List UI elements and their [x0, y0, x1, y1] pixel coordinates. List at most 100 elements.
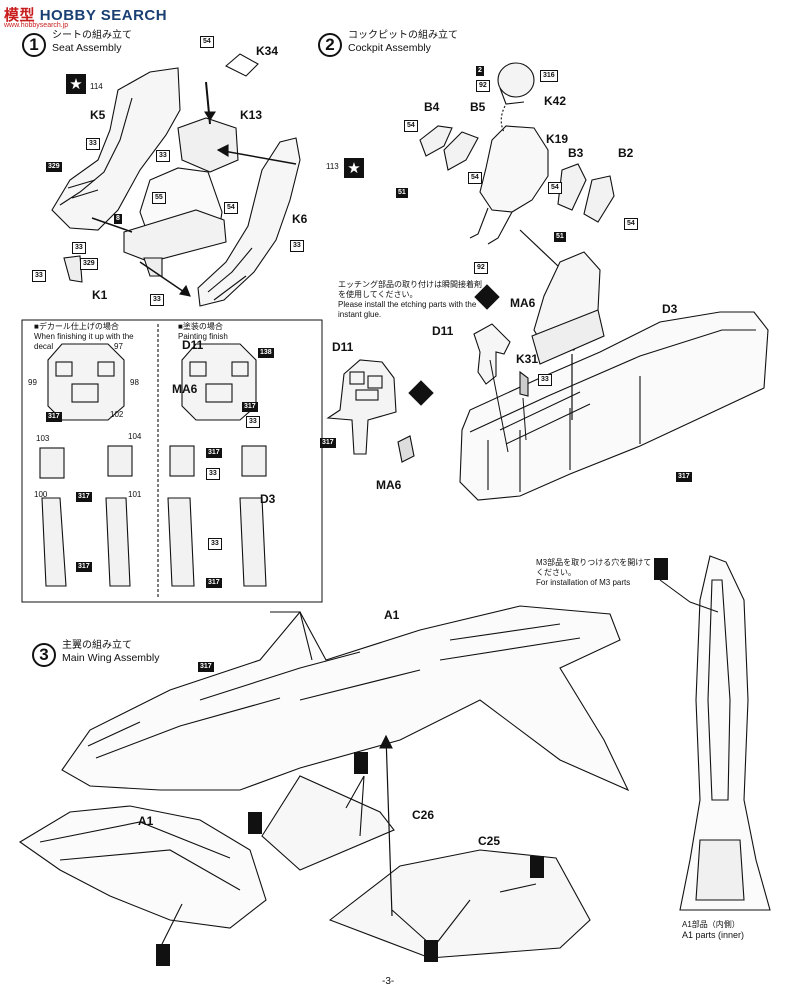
part-label-k31: K31 [516, 352, 539, 366]
color-code-8: 8 [114, 214, 122, 224]
part-label-d3: D3 [662, 302, 678, 316]
cockpit-tub-d3 [459, 311, 769, 501]
paint-console-long-right [239, 497, 267, 587]
part-label-a1: A1 [384, 608, 400, 622]
color-code-317: 317 [46, 412, 62, 422]
star-marker-icon: ★ [344, 158, 364, 178]
decal-side-console-left [39, 447, 65, 479]
step-3-heading: 主翼の組み立て Main Wing Assembly [62, 640, 159, 664]
watermark-brand-b: HOBBY SEARCH [39, 7, 168, 24]
watermark: 模型 HOBBY SEARCH [4, 4, 167, 25]
watermark-brand-a: 模型 [4, 7, 36, 24]
color-code-329: 329 [46, 162, 62, 172]
pilot-arm-b4 [419, 125, 453, 157]
seat-pan [123, 167, 227, 277]
pilot-arm-b2 [583, 175, 615, 223]
cockpit-etch-ma6 [397, 435, 415, 463]
part-label-k1: K1 [92, 288, 108, 302]
part-label-b3: B3 [568, 146, 584, 160]
seat-part-k1 [63, 255, 83, 283]
color-code-138: 138 [258, 348, 274, 358]
color-code-33: 33 [72, 242, 86, 254]
drill-hole-icon [424, 940, 438, 962]
a1-inner-caption: A1部品（内側） A1 parts (inner) [682, 920, 744, 940]
decal-code-98: 98 [130, 378, 139, 387]
color-code-54: 54 [404, 120, 418, 132]
part-label-b4: B4 [424, 100, 440, 114]
step-1-title-en: Seat Assembly [52, 42, 122, 54]
step-2-number: 2 [318, 33, 342, 57]
part-label-d11: D11 [432, 324, 454, 338]
m3-note: M3部品を取りつける穴を開けてください。 For installation of… [536, 558, 652, 588]
part-label-k5: K5 [90, 108, 106, 122]
paint-option-en: Painting finish [178, 332, 228, 341]
decal-code-104: 104 [128, 432, 142, 441]
m3-note-en: For installation of M3 parts [536, 578, 631, 587]
decal-side-console-right [107, 445, 133, 477]
etch-note-jp: エッチング部品の取り付けは瞬間接着剤を使用してください。 [338, 280, 482, 299]
color-code-92: 92 [474, 262, 488, 274]
paint-side-console-left [169, 445, 195, 477]
watermark-url: www.hobbysearch.jp [4, 22, 69, 29]
decal-console-long-left [41, 497, 67, 587]
color-code-33: 33 [156, 150, 170, 162]
color-code-54: 54 [548, 182, 562, 194]
step-2-heading: コックピットの組み立て Cockpit Assembly [348, 30, 458, 54]
decal-option-jp: ■デカール仕上げの場合 [34, 322, 119, 331]
decal-instrument-panel [47, 343, 125, 421]
etch-note-en: Please install the etching parts with th… [338, 300, 477, 319]
a1-inner-jp: A1部品（内側） [682, 920, 740, 929]
color-code-317: 317 [206, 448, 222, 458]
decal-option-header: ■デカール仕上げの場合 When finishing it up with th… [34, 322, 154, 352]
decal-code-102: 102 [110, 410, 124, 419]
part-label-c26: C26 [412, 808, 435, 822]
step-3-number: 3 [32, 643, 56, 667]
seat-left-panel [51, 67, 181, 231]
color-code-317: 317 [242, 402, 258, 412]
drill-hole-icon [156, 944, 170, 966]
option-label-ma6: MA6 [172, 382, 198, 396]
decal-option-en: When finishing it up with the decal [34, 332, 134, 351]
part-label-b2: B2 [618, 146, 634, 160]
cockpit-seat-installed [531, 251, 605, 365]
paint-instrument-panel [181, 343, 257, 421]
option-box-frame [21, 319, 323, 603]
part-label-ma6: MA6 [510, 296, 536, 310]
color-code-2: 2 [476, 66, 484, 76]
part-label-k19: K19 [546, 132, 569, 146]
color-code-114: 114 [90, 82, 103, 91]
drill-hole-icon [248, 812, 262, 834]
part-label-k42: K42 [544, 94, 567, 108]
step-1-title-jp: シートの組み立て [52, 30, 132, 41]
color-code-92: 92 [476, 80, 490, 92]
color-code-54: 54 [468, 172, 482, 184]
part-label-ma6: MA6 [376, 478, 402, 492]
decal-code-101: 101 [128, 490, 142, 499]
step-3-title-jp: 主翼の組み立て [62, 640, 132, 651]
fuselage-upper-a1 [61, 605, 630, 792]
part-label-k34: K34 [256, 44, 279, 58]
paint-option-header: ■塗装の場合 Painting finish [178, 322, 228, 342]
color-code-33: 33 [538, 374, 552, 386]
color-code-54: 54 [224, 202, 238, 214]
etch-note: エッチング部品の取り付けは瞬間接着剤を使用してください。 Please inst… [338, 280, 488, 320]
part-label-k6: K6 [292, 212, 308, 226]
decal-console-long-right [105, 497, 131, 587]
color-code-54: 54 [624, 218, 638, 230]
cockpit-panel-detail [326, 359, 397, 455]
fuselage-lower-a1 [18, 805, 267, 929]
paint-console-long-left [167, 497, 195, 587]
color-code-33: 33 [86, 138, 100, 150]
color-code-317: 317 [320, 438, 336, 448]
step-2-title-jp: コックピットの組み立て [348, 30, 458, 41]
color-code-317: 317 [198, 662, 214, 672]
a1-inner-en: A1 parts (inner) [682, 930, 745, 940]
cockpit-part-d11 [473, 323, 511, 385]
paint-side-console-right [241, 445, 267, 477]
drill-hole-icon [354, 752, 368, 774]
color-code-33: 33 [32, 270, 46, 282]
star-marker-icon: ★ [66, 74, 86, 94]
color-code-54: 54 [200, 36, 214, 48]
color-code-55: 55 [152, 192, 166, 204]
